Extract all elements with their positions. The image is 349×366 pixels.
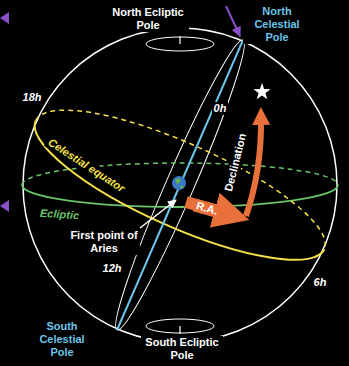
pole-label: South Celestial Pole xyxy=(28,320,96,359)
sphere-outline xyxy=(23,28,337,342)
hour-label: 18h xyxy=(21,91,44,104)
pole-ring xyxy=(146,319,214,333)
celestial-equator-circle xyxy=(19,82,342,287)
hour-label: 6h xyxy=(312,276,329,289)
earth-land xyxy=(175,179,184,189)
arrow-label: Declination xyxy=(222,130,250,195)
arrow-label: R.A. xyxy=(193,198,222,218)
pole-ring xyxy=(146,37,214,51)
earth xyxy=(172,176,186,190)
pole-label: North Ecliptic Pole xyxy=(107,6,189,32)
declination-arrow xyxy=(246,116,261,216)
circle-label: Ecliptic xyxy=(38,206,82,222)
pole-label: South Ecliptic Pole xyxy=(141,336,223,362)
star xyxy=(253,83,270,99)
annotation-arrow xyxy=(226,6,240,36)
hour-label: 12h xyxy=(101,262,124,275)
pointer-arrow xyxy=(140,200,176,228)
pole-tick xyxy=(179,36,180,44)
annotation-arrowhead xyxy=(0,200,9,212)
pole-tick xyxy=(179,326,180,334)
pole-label: North Celestial Pole xyxy=(243,5,311,44)
circle-label: Celestial equator xyxy=(44,134,129,195)
point-label: First point of Aries xyxy=(68,229,140,255)
annotation-arrowhead xyxy=(0,12,9,24)
hour-label: 0h xyxy=(212,102,229,115)
